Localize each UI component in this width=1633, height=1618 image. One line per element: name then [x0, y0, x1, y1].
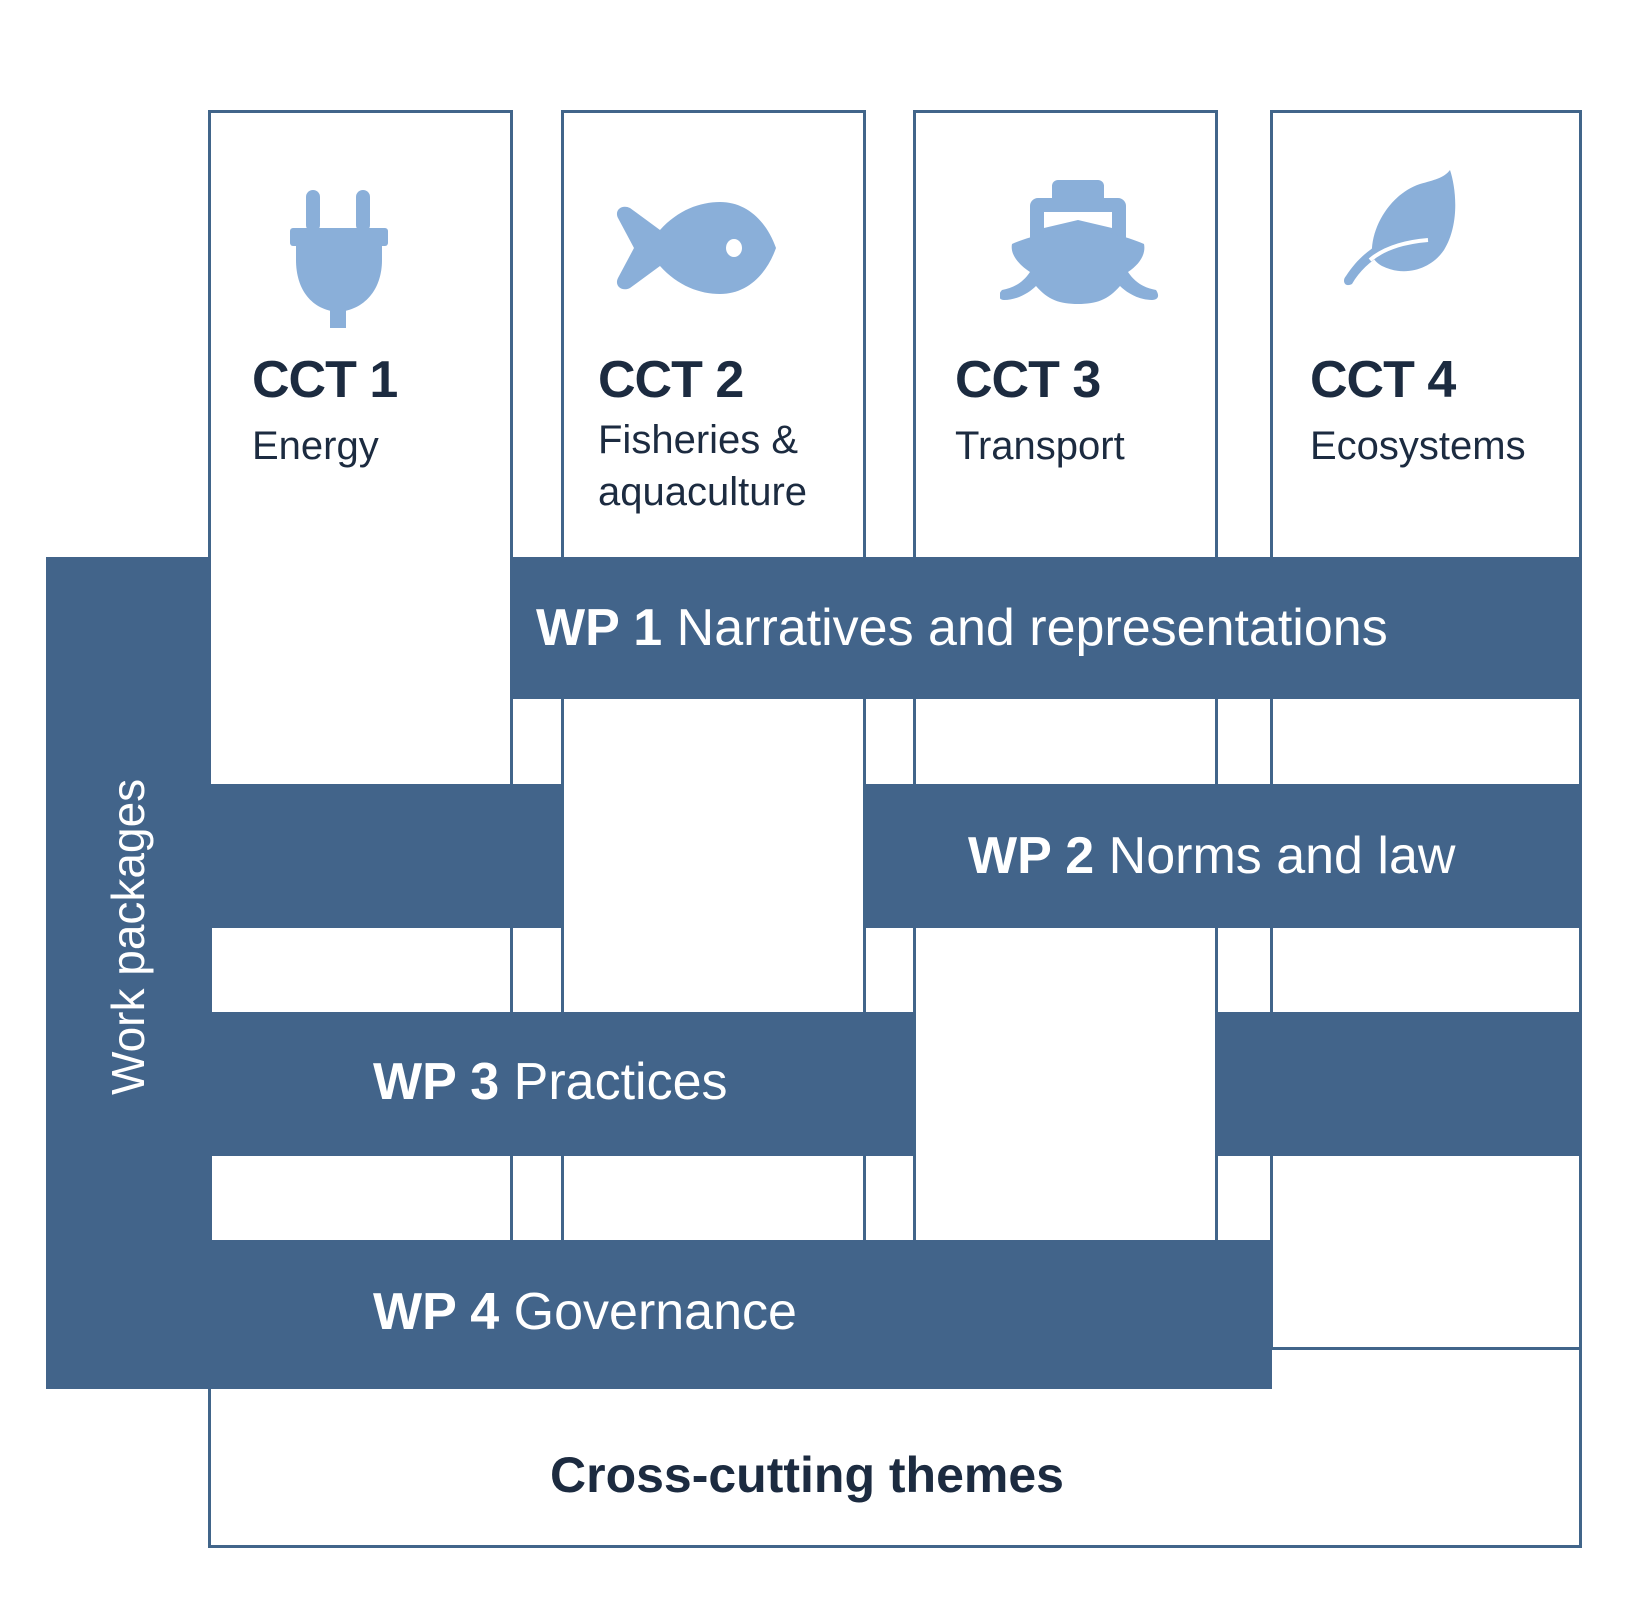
cct-column-4	[1270, 110, 1582, 1350]
wp2-label: WP 2 Norms and law	[968, 826, 1455, 886]
cct1-name: Energy	[252, 424, 379, 468]
cct2-name-line1: Fisheries &	[598, 418, 799, 462]
wp3-label: WP 3 Practices	[373, 1052, 728, 1112]
wp4-label: WP 4 Governance	[373, 1282, 797, 1342]
wp1-label: WP 1 Narratives and representations	[536, 598, 1388, 658]
wp4-bar	[46, 1240, 1272, 1389]
wp1-bar	[510, 557, 1582, 699]
cct2-name-line2: aquaculture	[598, 470, 808, 514]
cct3-name: Transport	[955, 424, 1125, 468]
ship-icon	[1000, 180, 1159, 304]
cct3-code: CCT 3	[955, 351, 1101, 409]
fish-icon	[616, 202, 776, 294]
cct3-border-left	[913, 928, 916, 1240]
wp4-title: Governance	[513, 1283, 797, 1341]
leaf-icon	[1344, 170, 1456, 286]
cct3-over-wp3	[916, 928, 1215, 1240]
wp1-title: Narratives and representations	[676, 599, 1388, 657]
wp3-title: Practices	[513, 1053, 728, 1111]
cct4-code: CCT 4	[1310, 351, 1456, 409]
cross-cutting-themes-label: Cross-cutting themes	[550, 1447, 1064, 1503]
work-packages-label: Work packages	[102, 778, 154, 1095]
cct4-name: Ecosystems	[1310, 424, 1526, 468]
cct1-over-wp1	[211, 540, 510, 784]
wp3-code: WP 3	[373, 1053, 500, 1111]
wp2-bar	[210, 784, 1582, 928]
wp2-code: WP 2	[968, 827, 1095, 885]
cct1-code: CCT 1	[252, 351, 398, 409]
cct2-over-wp2	[564, 699, 863, 1012]
cct3-border-right	[1215, 928, 1218, 1012]
wp1-code: WP 1	[536, 599, 663, 657]
cct2-border-left	[561, 699, 564, 1012]
cct2-border-right	[863, 699, 866, 1012]
wp2-title: Norms and law	[1108, 827, 1456, 885]
wp3-bar-left	[210, 1012, 913, 1156]
plug-icon	[290, 190, 388, 328]
wp3-bar-right	[1215, 1012, 1582, 1156]
wp4-code: WP 4	[373, 1283, 500, 1341]
cct2-code: CCT 2	[598, 351, 744, 409]
cross-border-left	[208, 1389, 211, 1548]
